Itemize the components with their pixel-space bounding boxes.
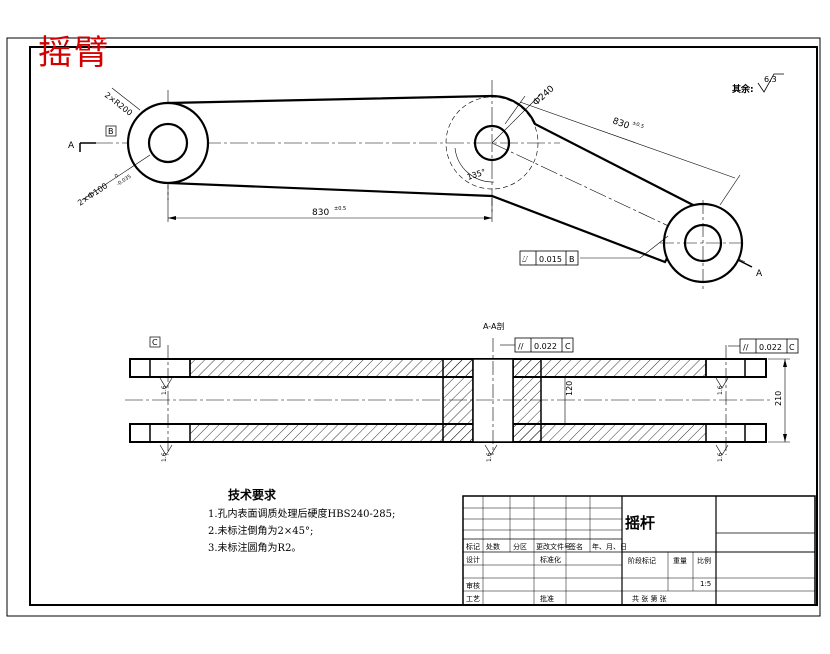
arrow bbox=[168, 216, 176, 220]
tb-audit: 审核 bbox=[466, 582, 480, 590]
left-hole bbox=[147, 122, 189, 164]
tb-weight: 重量 bbox=[673, 557, 687, 565]
datum-b-label: B bbox=[108, 127, 114, 136]
section-view: A-A剖 C // bbox=[125, 321, 799, 462]
tb-design: 设计 bbox=[466, 556, 480, 564]
leader-100 bbox=[81, 154, 151, 201]
fcf-left-datum: C bbox=[565, 342, 571, 351]
title-block bbox=[462, 495, 816, 606]
drawing-title: 摇臂 bbox=[38, 33, 110, 73]
hatch-bottom-left bbox=[189, 423, 475, 443]
note-item: 1.孔内表面调质处理后硬度HBS240-285; bbox=[208, 509, 396, 520]
fcf-right-value: 0.022 bbox=[759, 343, 782, 352]
hub-left bbox=[442, 358, 474, 443]
hatch-top-left bbox=[189, 358, 475, 378]
tb-sheets: 共 张 第 张 bbox=[632, 595, 667, 603]
fcf-left-symbol: // bbox=[518, 342, 524, 351]
roughness-value: 1.6 bbox=[486, 452, 493, 462]
outer-border bbox=[6, 37, 821, 617]
tb-row-label: 签名 bbox=[569, 543, 583, 551]
section-mark-right: A bbox=[756, 269, 763, 279]
tb-row-label: 分区 bbox=[513, 543, 527, 551]
tb-stage-mark: 阶段标记 bbox=[628, 557, 656, 565]
leader-240 bbox=[491, 94, 541, 144]
roughness-marks: 1.6 1.6 1.6 1.6 1.6 bbox=[159, 377, 729, 462]
fcf-right-datum: C bbox=[789, 343, 795, 352]
tb-scale: 1:5 bbox=[700, 580, 712, 588]
datum-c-box bbox=[149, 336, 161, 348]
ext-line bbox=[504, 95, 526, 125]
hatch-top-right bbox=[512, 358, 707, 378]
fcf-leader bbox=[639, 235, 669, 259]
dim-line-inclined bbox=[519, 101, 736, 179]
arrow bbox=[783, 434, 787, 442]
dim-slot: 120 bbox=[565, 381, 574, 396]
ext-line bbox=[719, 174, 741, 206]
tb-process: 工艺 bbox=[466, 595, 480, 603]
part-name: 摇杆 bbox=[625, 514, 656, 532]
top-view: 830 ±0.5 830 ±0.5 Ф240 135° 2×R200 2×Ф10… bbox=[68, 73, 784, 290]
fcf-right-symbol: // bbox=[743, 343, 749, 352]
fcf-left-value: 0.022 bbox=[534, 342, 557, 351]
left-boss bbox=[126, 101, 210, 185]
fcf-runout-frame bbox=[519, 250, 579, 266]
section-arrow-right bbox=[737, 259, 753, 268]
note-item: 2.未标注倒角为2×45°; bbox=[208, 526, 314, 537]
roughness-value: 1.6 bbox=[161, 452, 168, 462]
inner-frame bbox=[29, 46, 818, 606]
datum-b-box bbox=[105, 125, 117, 137]
tb-scale-label: 比例 bbox=[697, 557, 711, 565]
section-mark-left: A bbox=[68, 141, 75, 151]
roughness-symbol bbox=[757, 73, 784, 93]
dim-angle: 135° bbox=[466, 167, 487, 182]
middle-hole bbox=[473, 124, 511, 162]
fcf-runout-datum: B bbox=[569, 255, 575, 264]
roughness-value: 1.6 bbox=[161, 385, 168, 395]
dim-outer-left: 2×R200 bbox=[103, 90, 134, 117]
leader-r200 bbox=[111, 87, 141, 111]
notes-title: 技术要求 bbox=[228, 488, 277, 502]
fcf-runout-symbol: ⌰ bbox=[522, 255, 528, 265]
surface-note-label: 其余: bbox=[732, 83, 754, 95]
tb-row-label: 处数 bbox=[486, 543, 500, 551]
dim-830-tol: ±0.5 bbox=[334, 206, 346, 212]
fcf-runout-value: 0.015 bbox=[539, 255, 562, 264]
tb-row-label: 年、月、日 bbox=[592, 543, 627, 551]
tb-approve: 批准 bbox=[540, 595, 554, 603]
arm-outline bbox=[166, 94, 697, 264]
dim-center-hole: Ф240 bbox=[531, 84, 556, 108]
datum-c-label: C bbox=[152, 338, 158, 347]
dim-total: 210 bbox=[774, 391, 783, 406]
dim-hole-left: 2×Ф100 bbox=[76, 181, 109, 207]
dim-830-inclined-tol: ±0.5 bbox=[631, 120, 644, 130]
section-title: A-A剖 bbox=[483, 321, 504, 331]
hub-right bbox=[512, 358, 542, 443]
roughness-value: 1.6 bbox=[717, 385, 724, 395]
roughness-value: 1.6 bbox=[717, 452, 724, 462]
tb-row-label: 更改文件号 bbox=[536, 543, 571, 551]
angle-arc bbox=[454, 147, 495, 183]
surface-roughness-value: 6.3 bbox=[764, 75, 777, 84]
arrow bbox=[783, 359, 787, 367]
hatch-bottom-right bbox=[512, 423, 707, 443]
dim-hole-left-tol-upper: 0 bbox=[114, 173, 120, 180]
tb-row-label: 标记 bbox=[466, 543, 480, 551]
arrow bbox=[484, 216, 492, 220]
note-item: 3.未标注圆角为R2。 bbox=[208, 543, 302, 554]
dim-830-inclined: 830 bbox=[611, 116, 631, 131]
tb-standardize: 标准化 bbox=[540, 556, 561, 564]
dim-830-horizontal: 830 bbox=[312, 208, 329, 218]
technical-notes: 技术要求 1.孔内表面调质处理后硬度HBS240-285; 2.未标注倒角为2×… bbox=[208, 487, 395, 557]
